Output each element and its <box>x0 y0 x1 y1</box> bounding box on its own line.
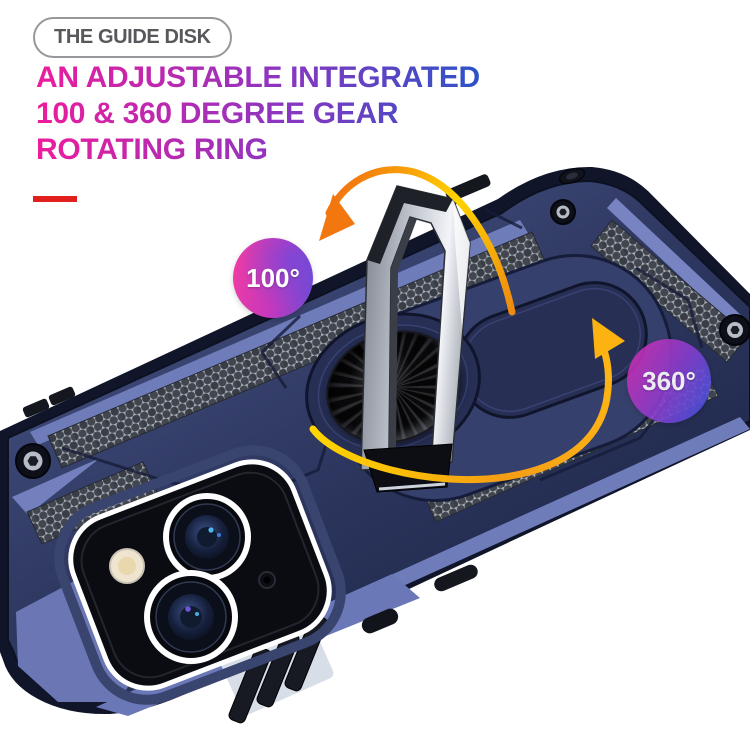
corner-screw <box>15 443 51 479</box>
headline-line-2: 100 & 360 DEGREE GEAR <box>36 97 399 130</box>
mic-hole <box>258 571 276 589</box>
bottom-port <box>361 608 399 634</box>
camera-lens-main <box>144 570 238 664</box>
ring-stand <box>360 185 471 493</box>
camera-module <box>54 445 346 705</box>
power-button <box>434 564 478 592</box>
badge-360-label: 360° <box>642 365 696 396</box>
red-underline <box>33 196 77 202</box>
badge-360-degree: 360° <box>627 339 711 423</box>
flash-led <box>109 548 145 584</box>
corner-detail <box>558 167 586 185</box>
badge-100-degree: 100° <box>233 238 313 318</box>
badge-100-label: 100° <box>246 262 300 293</box>
honeycomb-strip-right <box>590 219 749 363</box>
corner-screw <box>719 314 750 346</box>
guide-disk-pill: THE GUIDE DISK <box>33 17 232 58</box>
headline-line-3: ROTATING RING <box>36 133 268 166</box>
guide-disk-pill-label: THE GUIDE DISK <box>54 26 211 48</box>
corner-screw <box>550 199 576 225</box>
rotation-arrow-100-icon <box>319 166 516 316</box>
headline-line-1: AN ADJUSTABLE INTEGRATED <box>36 61 480 94</box>
headline: AN ADJUSTABLE INTEGRATED 100 & 360 DEGRE… <box>36 60 496 168</box>
camera-lens-wide <box>163 493 251 581</box>
rotation-arrow-360-icon <box>309 318 625 484</box>
